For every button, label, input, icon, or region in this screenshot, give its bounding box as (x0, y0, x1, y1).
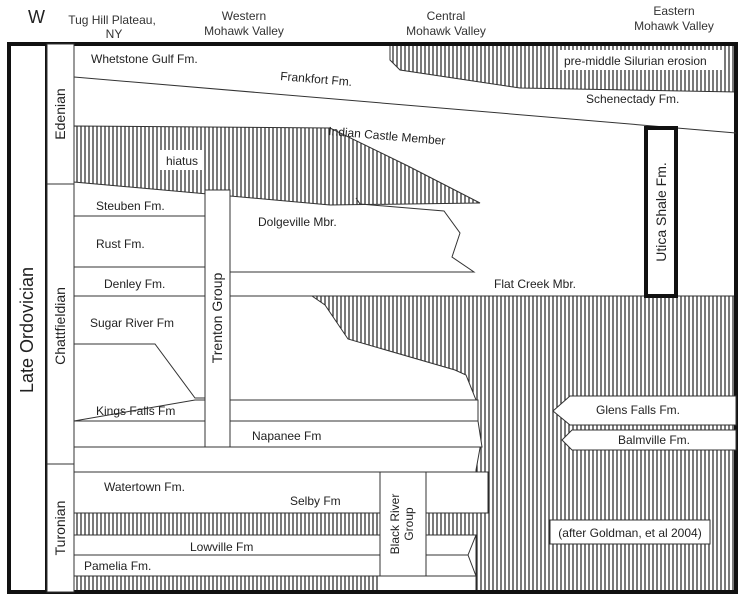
header-eastern-1: Eastern (653, 4, 694, 18)
stage-edenian: Edenian (52, 88, 68, 139)
age-late-ordovician: Late Ordovician (17, 267, 37, 393)
label-black-river-1: Black River (388, 494, 402, 555)
label-citation: (after Goldman, et al 2004) (558, 526, 701, 540)
utica-shale-box (644, 126, 678, 298)
header-tug-hill-1: Tug Hill Plateau, (68, 13, 156, 27)
label-dolgeville: Dolgeville Mbr. (258, 215, 337, 229)
label-kings-falls: Kings Falls Fm (96, 404, 175, 418)
label-silurian-erosion: pre-middle Silurian erosion (564, 54, 707, 68)
label-lowville: Lowville Fm (190, 540, 253, 554)
label-napanee: Napanee Fm (252, 429, 321, 443)
label-hiatus: hiatus (166, 154, 198, 168)
label-selby: Selby Fm (290, 494, 341, 508)
compass-west: W (28, 7, 45, 27)
label-steuben: Steuben Fm. (96, 199, 165, 213)
label-glens-falls: Glens Falls Fm. (596, 403, 680, 417)
citation-box (549, 519, 711, 545)
pamelia-wedge (73, 554, 477, 577)
label-black-river-2: Group (402, 507, 416, 541)
frankfort-base (73, 76, 737, 134)
header-tug-hill-2: NY (106, 27, 123, 41)
label-frankfort: Frankfort Fm. (280, 69, 353, 89)
pamelia-hatch (74, 576, 380, 592)
glens-label-bg (590, 400, 702, 420)
label-whetstone-gulf: Whetstone Gulf Fm. (91, 52, 198, 66)
label-trenton-group: Trenton Group (209, 273, 225, 364)
label-watertown: Watertown Fm. (104, 480, 185, 494)
trenton-group-box (204, 189, 231, 448)
stage-turonian: Turonian (52, 501, 68, 556)
label-utica-shale: Utica Shale Fm. (653, 162, 669, 262)
stage-column (46, 43, 75, 593)
header-central-1: Central (427, 9, 466, 23)
label-rust: Rust Fm. (96, 237, 145, 251)
silurian-label-bg (560, 50, 722, 70)
header-eastern-2: Mohawk Valley (634, 19, 714, 33)
header-western-2: Mohawk Valley (204, 24, 284, 38)
header-western-1: Western (222, 9, 266, 23)
dolgeville-boundary (230, 197, 476, 273)
balmville-wedge (561, 429, 737, 451)
label-balmville: Balmville Fm. (618, 433, 690, 447)
label-pamelia: Pamelia Fm. (84, 559, 151, 573)
black-river-box (379, 471, 427, 577)
label-schenectady: Schenectady Fm. (586, 92, 679, 106)
header-central-2: Mohawk Valley (406, 24, 486, 38)
label-sugar-river: Sugar River Fm (90, 316, 174, 330)
label-denley: Denley Fm. (104, 277, 165, 291)
hiatus-label-bg (160, 150, 204, 170)
label-flat-creek: Flat Creek Mbr. (494, 277, 576, 291)
stage-chatfieldian: Chattfieldian (52, 287, 68, 365)
